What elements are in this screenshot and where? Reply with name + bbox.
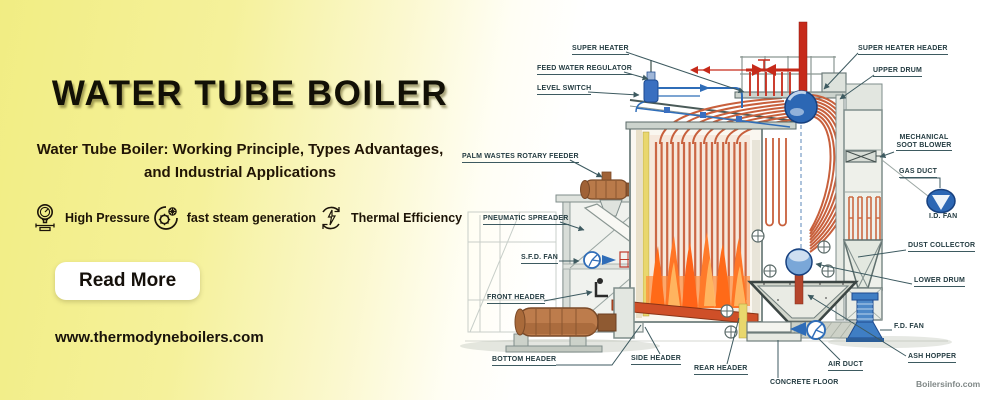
fd-fan-component	[846, 292, 884, 342]
water-tubes	[654, 142, 747, 300]
label-feed-water-regulator: FEED WATER REGULATOR	[537, 65, 632, 76]
economizer-loops	[848, 196, 881, 240]
boiler-diagram: SUPER HEATER FEED WATER REGULATOR LEVEL …	[460, 0, 1000, 400]
feed-water-piping	[635, 87, 791, 128]
label-id-fan: I.D. FAN	[929, 213, 958, 220]
upper-drum-component	[784, 90, 818, 124]
label-palm-wastes-rotary-feeder: PALM WASTES ROTARY FEEDER	[462, 153, 579, 164]
subtitle-line-2: and Industrial Applications	[144, 163, 336, 181]
label-pneumatic-spreader: PNEUMATIC SPREADER	[483, 215, 569, 226]
handhole-symbols	[720, 229, 835, 339]
label-fd-fan: F.D. FAN	[894, 323, 924, 330]
feature-high-pressure: High Pressure	[30, 202, 150, 234]
rear-gas-duct	[835, 83, 884, 321]
read-more-button[interactable]: Read More	[55, 262, 201, 300]
label-rear-header: REAR HEADER	[694, 365, 748, 376]
watermark: Boilersinfo.com	[916, 379, 981, 389]
label-dust-collector: DUST COLLECTOR	[908, 242, 976, 253]
feature-label: High Pressure	[65, 211, 150, 225]
feature-thermal-efficiency: Thermal Efficiency	[316, 202, 462, 234]
feature-label: Thermal Efficiency	[350, 211, 463, 225]
label-mechanical-soot-blower: MECHANICAL SOOT BLOWER	[896, 134, 952, 152]
feature-label: fast steam generation	[186, 211, 316, 225]
label-side-header: SIDE HEADER	[631, 355, 682, 366]
front-header-fitting	[594, 282, 608, 298]
label-mechanical-soot-blower-line1: MECHANICAL	[899, 134, 949, 141]
left-framework	[467, 211, 557, 333]
sfd-fan-symbol	[583, 251, 616, 269]
label-bottom-header: BOTTOM HEADER	[492, 356, 557, 367]
rotary-feeder	[580, 171, 635, 200]
label-air-duct: AIR DUCT	[828, 361, 864, 372]
label-gas-duct: GAS DUCT	[899, 168, 938, 179]
label-concrete-floor: CONCRETE FLOOR	[770, 379, 839, 386]
steam-gear-icon	[153, 206, 178, 230]
website-url[interactable]: www.thermodyneboilers.com	[55, 329, 264, 346]
label-super-heater: SUPER HEATER	[572, 45, 629, 56]
thermal-efficiency-icon	[322, 206, 340, 230]
label-super-heater-header: SUPER HEATER HEADER	[858, 45, 948, 56]
air-duct-assembly	[738, 303, 826, 342]
leader-lines	[543, 51, 941, 378]
id-fan-component	[881, 159, 956, 214]
subtitle-line-1: Water Tube Boiler: Working Principle, Ty…	[36, 141, 444, 158]
feature-list: High Pressure fast steam generation	[30, 202, 462, 234]
label-ash-hopper: ASH HOPPER	[908, 353, 957, 364]
feature-fast-steam: fast steam generation	[150, 202, 316, 234]
label-sfd-fan: S.F.D. FAN	[521, 254, 559, 265]
pressure-gauge-icon	[35, 204, 55, 232]
steam-piping	[690, 21, 808, 96]
lower-drum-component	[785, 248, 813, 276]
subtitle: Water Tube Boiler: Working Principle, Ty…	[20, 139, 460, 184]
label-upper-drum: UPPER DRUM	[873, 67, 923, 78]
boiler-illustration	[460, 21, 956, 378]
burner	[505, 287, 635, 353]
furnace-flames	[646, 232, 750, 308]
label-lower-drum: LOWER DRUM	[914, 277, 965, 288]
label-front-header: FRONT HEADER	[487, 294, 546, 305]
page-title: WATER TUBE BOILER	[51, 74, 449, 113]
label-level-switch: LEVEL SWITCH	[537, 85, 592, 96]
label-mechanical-soot-blower-line2: SOOT BLOWER	[896, 142, 952, 152]
drain-pipe	[794, 271, 804, 305]
feed-water-regulator-device	[643, 60, 659, 103]
soot-blower-device	[845, 150, 884, 163]
